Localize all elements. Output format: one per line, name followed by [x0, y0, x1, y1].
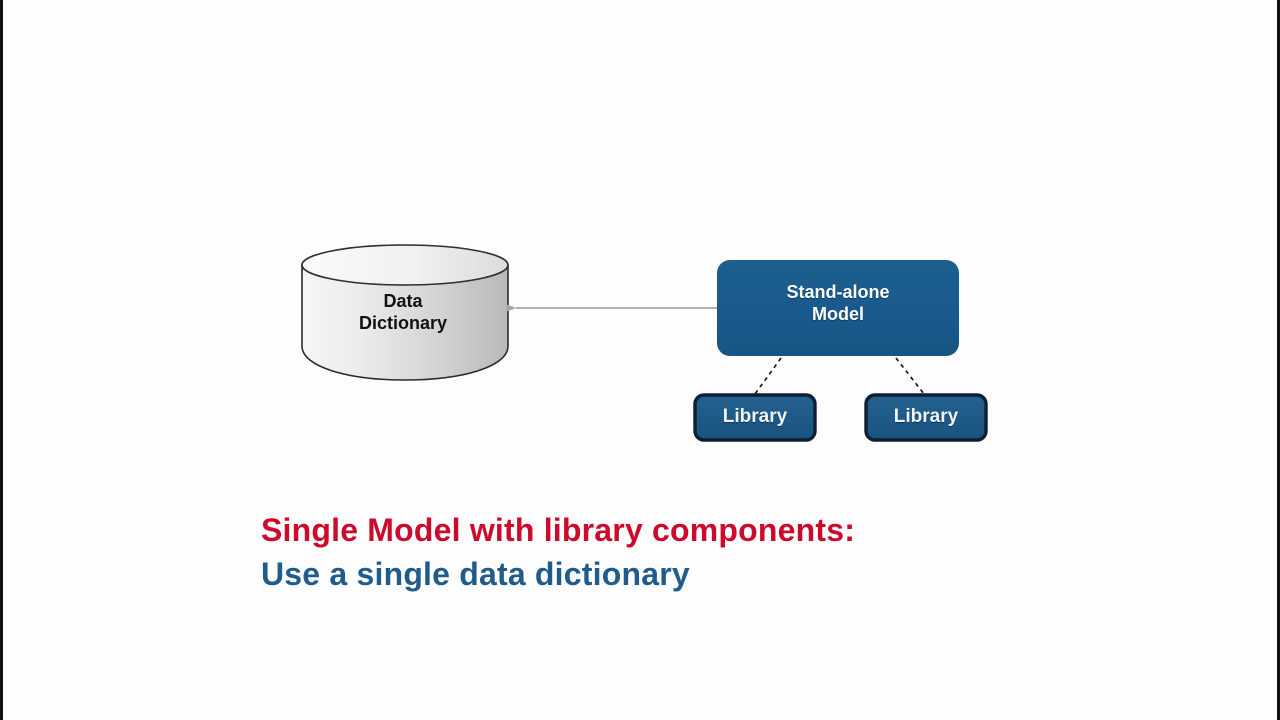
- caption-line-1: Single Model with library components:: [261, 512, 856, 548]
- connector-model-to-library-left: [754, 357, 782, 395]
- caption-block: Single Model with library components: Us…: [261, 508, 1121, 596]
- library-left-box: [693, 393, 817, 442]
- connector-model-to-library-right: [895, 357, 925, 395]
- node-library-left[interactable]: [693, 393, 817, 442]
- node-data-dictionary[interactable]: [301, 244, 509, 381]
- cylinder-top-seam: [301, 244, 509, 286]
- diagram-canvas: [301, 244, 988, 442]
- stand-alone-model-box: [717, 260, 959, 356]
- library-right-box: [864, 393, 988, 442]
- node-library-right[interactable]: [864, 393, 988, 442]
- node-stand-alone-model[interactable]: [717, 260, 959, 356]
- caption-line-2: Use a single data dictionary: [261, 556, 690, 593]
- cylinder-body: [301, 264, 509, 381]
